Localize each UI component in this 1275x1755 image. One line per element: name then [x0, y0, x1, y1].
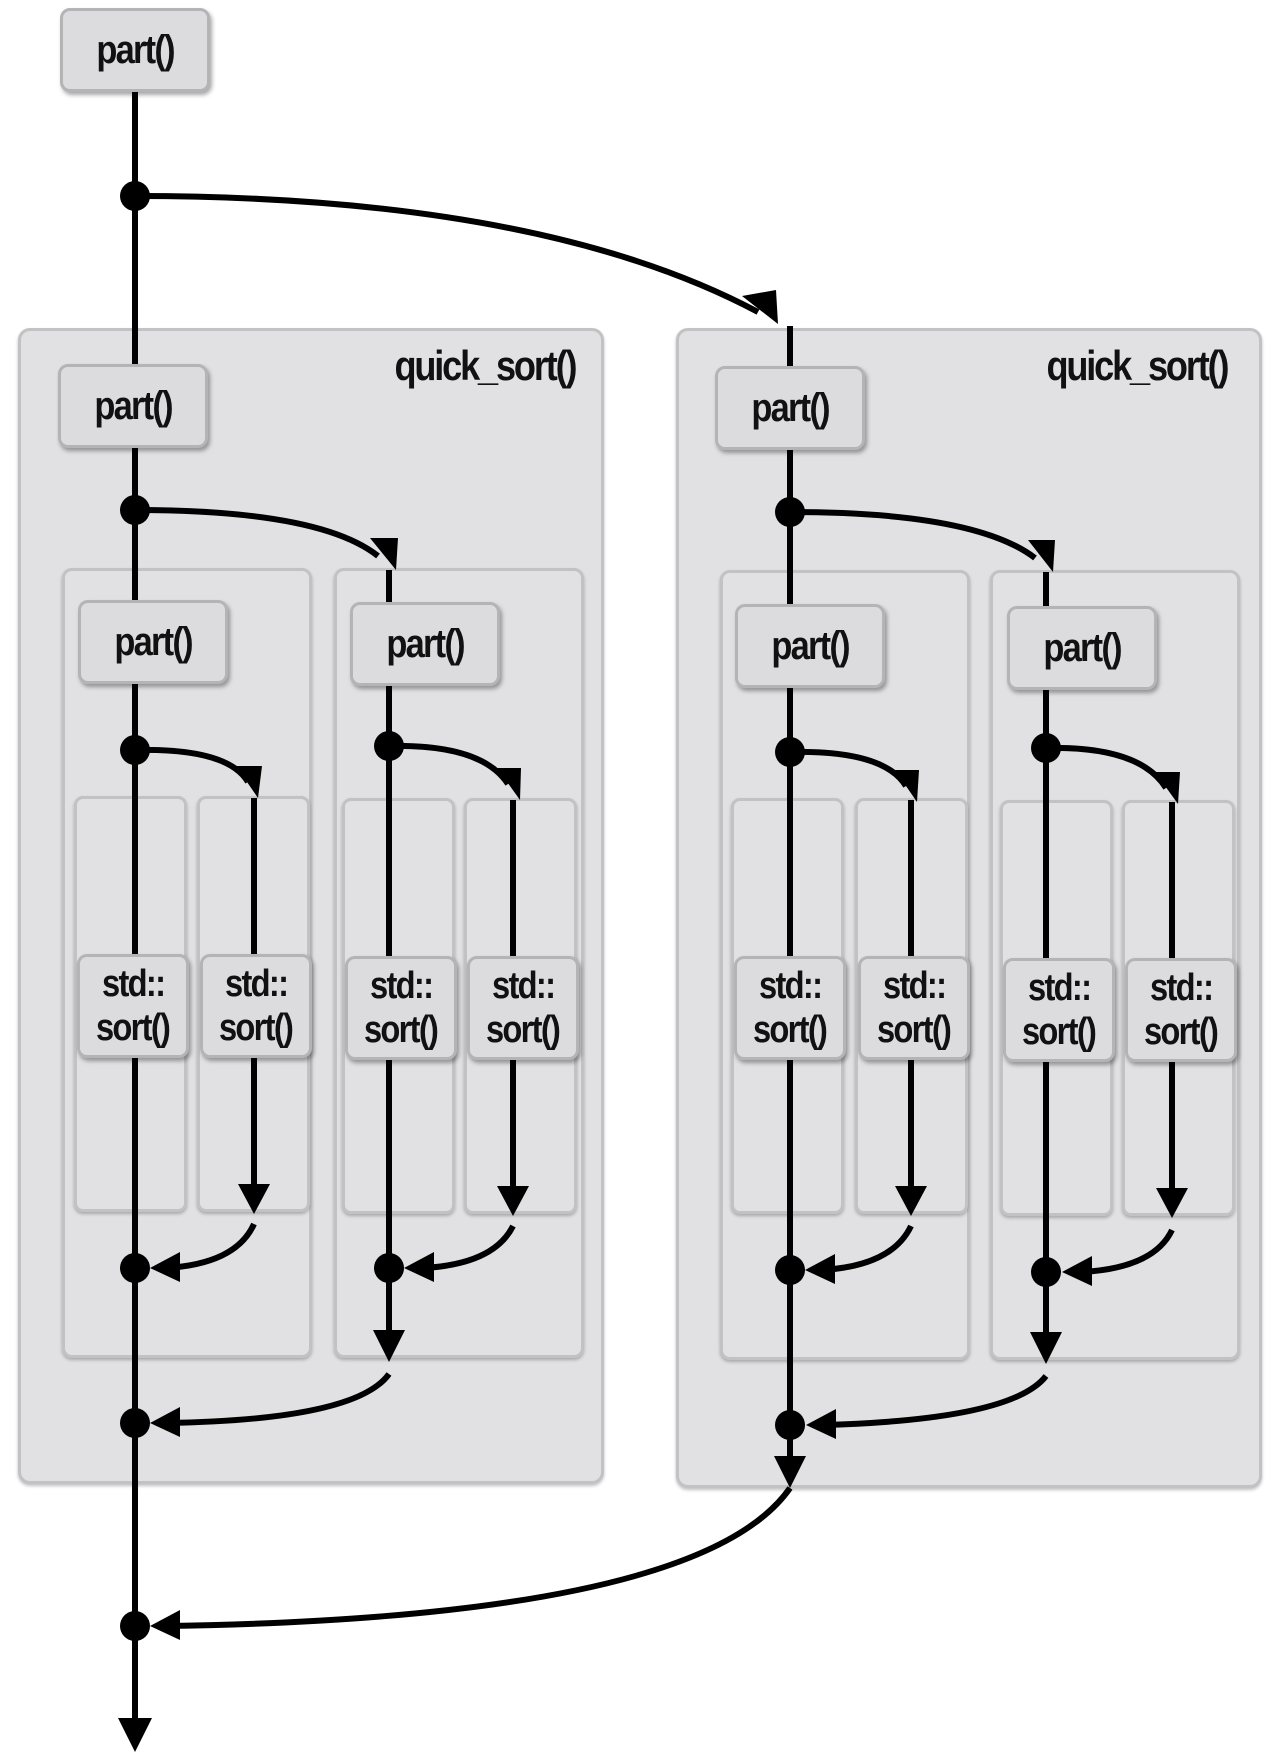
part-node-left-a: part() [78, 600, 228, 684]
quick-sort-label-left: quick_sort() [394, 342, 577, 389]
std-sort-node-7: std::sort() [1003, 958, 1115, 1062]
std-sort-node-5: std::sort() [734, 956, 846, 1060]
part-node-left-b: part() [350, 602, 500, 686]
std-sort-node-6: std::sort() [858, 956, 970, 1060]
std-sort-node-2: std::sort() [200, 954, 312, 1058]
std-sort-node-8: std::sort() [1125, 958, 1237, 1062]
part-node-right: part() [715, 366, 865, 450]
part-node-right-b: part() [1007, 606, 1157, 690]
part-node-right-a: part() [735, 604, 885, 688]
quick-sort-label-right: quick_sort() [1046, 342, 1229, 389]
std-sort-node-1: std::sort() [77, 954, 189, 1058]
std-sort-node-3: std::sort() [345, 956, 457, 1060]
std-sort-node-4: std::sort() [467, 956, 579, 1060]
part-node-left: part() [58, 364, 208, 448]
part-node-root: part() [60, 8, 210, 92]
